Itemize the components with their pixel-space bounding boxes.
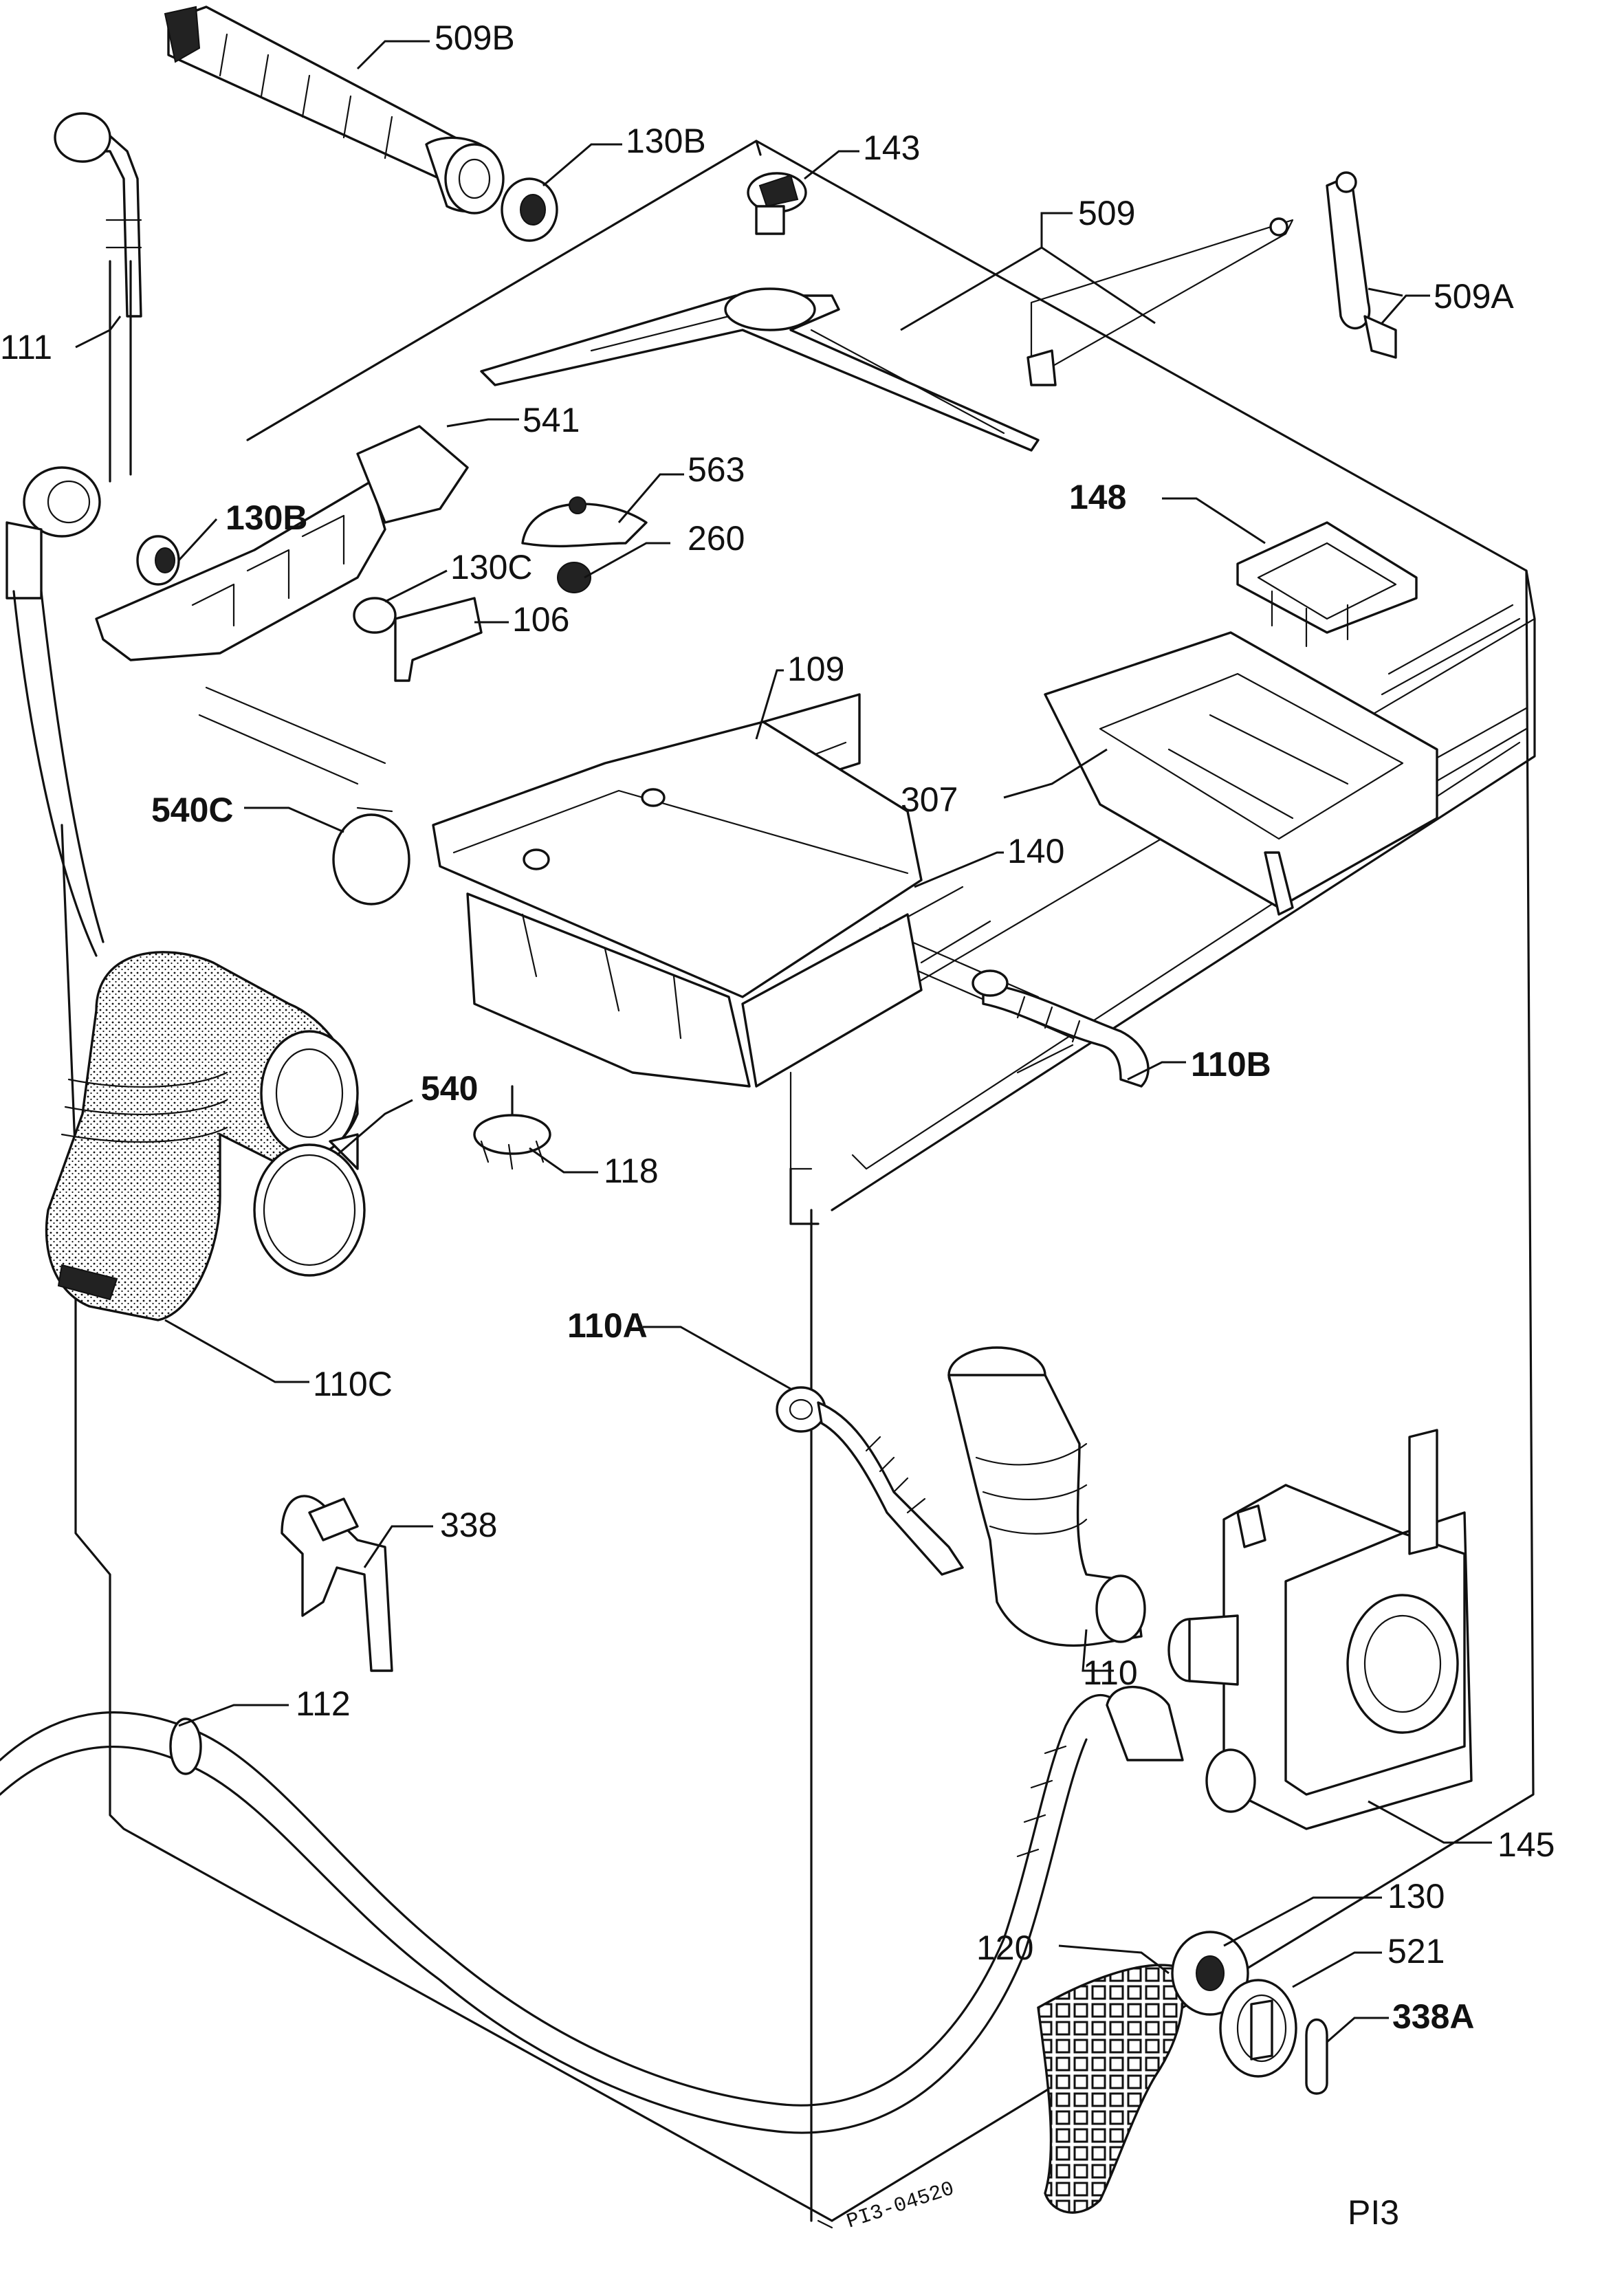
part-509a-lever (1326, 171, 1397, 359)
label-118: 118 (604, 1152, 659, 1190)
label-120: 120 (976, 1929, 1033, 1967)
label-110: 110 (1083, 1654, 1138, 1692)
label-140: 140 (1007, 832, 1064, 870)
label-130b-top: 130B (626, 122, 706, 160)
label-110c: 110C (313, 1365, 393, 1403)
label-540: 540 (421, 1069, 478, 1108)
label-110a: 110A (567, 1306, 648, 1345)
label-106: 106 (512, 600, 569, 639)
part-106-clip (394, 597, 483, 682)
label-130b-mid: 130B (226, 498, 308, 537)
part-260-spring (557, 562, 591, 593)
label-307: 307 (901, 780, 958, 819)
label-521: 521 (1387, 1932, 1445, 1970)
label-509a: 509A (1434, 277, 1514, 316)
part-120-drain-filter (1037, 1964, 1184, 2214)
part-110c-bellows (45, 951, 359, 1321)
label-541: 541 (523, 401, 580, 439)
part-112-drain-hose (0, 1686, 1184, 2134)
part-307-detergent-drawer (1044, 631, 1438, 916)
part-130b-filter-mid (136, 535, 180, 586)
part-541-bracket (95, 425, 469, 661)
part-110a-hose (776, 1386, 964, 1576)
label-260: 260 (688, 519, 745, 558)
part-118-gear (473, 1085, 551, 1170)
part-143-knob (747, 172, 807, 235)
label-509: 509 (1078, 194, 1135, 232)
part-130-filter-cap (1171, 1931, 1249, 2016)
part-labels: 509B 130B 143 509 509A 111 541 563 148 1… (0, 19, 1555, 2036)
part-563-cam (521, 496, 648, 548)
part-110b-hose (972, 969, 1150, 1088)
label-338a: 338A (1392, 1997, 1475, 2036)
label-148: 148 (1069, 478, 1126, 516)
page-id: PI3 (1348, 2193, 1399, 2232)
label-143: 143 (863, 129, 920, 167)
part-110-bellows (947, 1346, 1146, 1647)
part-145-pump-housing (1167, 1429, 1473, 1830)
label-130c: 130C (450, 548, 533, 586)
label-563: 563 (688, 450, 745, 489)
drawing-code: PI3-04520 (844, 2177, 958, 2234)
label-110b: 110B (1191, 1045, 1271, 1084)
leader-lines (75, 40, 1492, 2043)
part-130c-filter (353, 597, 397, 634)
part-130b-filter-top (501, 177, 558, 242)
part-111-inlet-hose (54, 112, 142, 483)
label-509b: 509B (435, 19, 515, 57)
part-148-housing (1236, 521, 1418, 648)
part-521-cover (1219, 1979, 1297, 2078)
part-540c-ring (332, 806, 410, 905)
label-112: 112 (296, 1684, 351, 1723)
part-338-clip (281, 1495, 393, 1672)
label-130: 130 (1387, 1877, 1445, 1915)
part-509b-inlet-pipe (164, 6, 505, 215)
part-inlet-hose-lower (6, 466, 105, 957)
part-509-lever-frame (480, 217, 1294, 452)
part-140-dispenser-body (432, 721, 923, 1088)
label-540c: 540C (151, 791, 234, 829)
part-338a-pin (1305, 2018, 1328, 2095)
part-540-clamp (253, 1133, 366, 1277)
label-145: 145 (1497, 1825, 1555, 1864)
label-109: 109 (787, 650, 844, 688)
label-338: 338 (440, 1506, 497, 1544)
label-111: 111 (0, 328, 52, 366)
